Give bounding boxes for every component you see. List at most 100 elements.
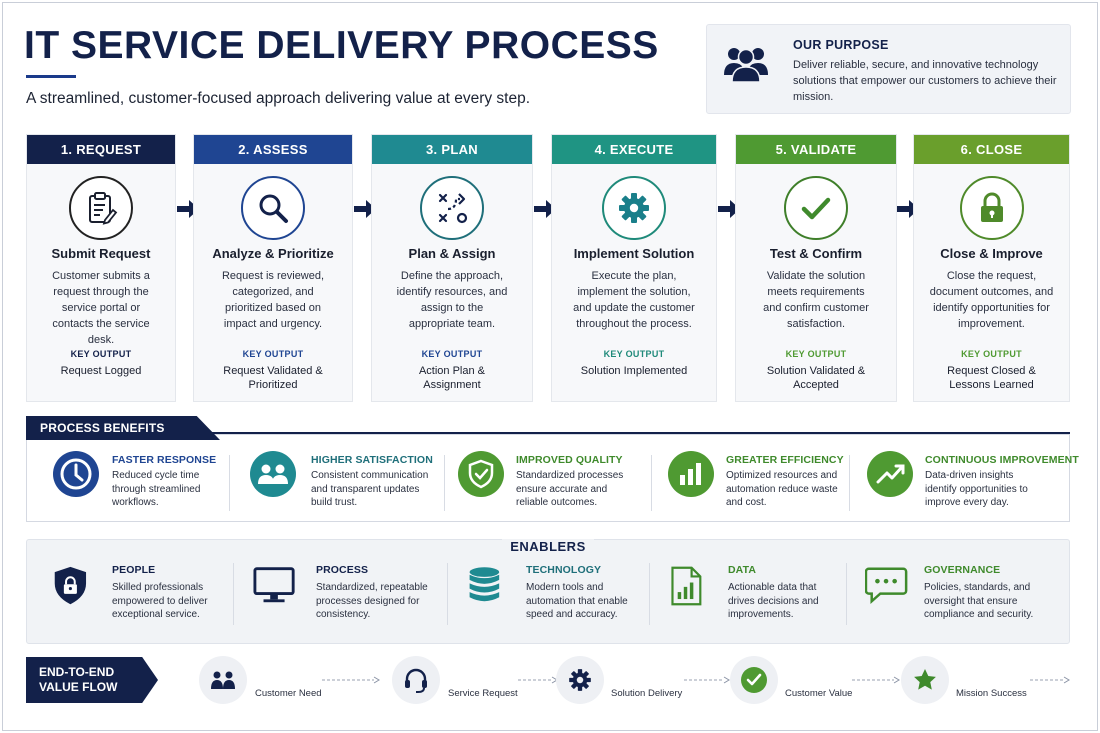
padlock-icon <box>980 192 1003 222</box>
divider <box>849 455 850 511</box>
step-icon-circle <box>784 176 848 240</box>
flow-label: Service Request <box>448 688 518 699</box>
page-subtitle: A streamlined, customer-focused approach… <box>26 90 531 107</box>
step-description: Execute the plan, implement the solution… <box>573 270 695 330</box>
benefit-title: IMPROVED QUALITY <box>516 454 623 466</box>
users-icon <box>250 451 296 497</box>
benefit-description: Reduced cycle time through streamlined w… <box>112 470 201 508</box>
enabler-title: GOVERNANCE <box>924 564 1001 576</box>
star-icon <box>914 669 936 690</box>
step-description: Define the approach, identify resources,… <box>396 270 508 330</box>
trend-up-icon <box>867 451 913 497</box>
magnifier-icon <box>259 194 288 223</box>
flow-node-customer-need <box>199 656 247 704</box>
divider <box>444 455 445 511</box>
enabler-description: Actionable data that drives decisions an… <box>728 582 819 620</box>
people-group-icon <box>724 48 768 83</box>
gear-icon <box>619 193 649 223</box>
clipboard-icon <box>89 192 118 225</box>
checkmark-icon <box>801 197 831 220</box>
step-description: Close the request, document outcomes, an… <box>929 270 1054 330</box>
flow-connector <box>852 676 900 684</box>
key-output-value: Action Plan & Assignment <box>418 365 486 391</box>
purpose-title: OUR PURPOSE <box>793 38 889 52</box>
flow-connector <box>518 676 558 684</box>
step-close: 6. CLOSE Close & Improve Close the reque… <box>913 134 1070 402</box>
database-icon <box>469 567 500 602</box>
step-validate: 5. VALIDATE Test & Confirm Validate the … <box>735 134 897 402</box>
shield-check-icon <box>458 451 504 497</box>
step-icon-circle <box>69 176 133 240</box>
flow-label: Solution Delivery <box>611 688 683 699</box>
step-request: 1. REQUEST Submit Request Customer submi… <box>26 134 176 402</box>
step-icon-circle <box>959 176 1024 240</box>
benefit-continuous-improvement: CONTINUOUS IMPROVEMENT Data-driven insig… <box>867 451 1079 511</box>
benefit-description: Data-driven insights identify opportunit… <box>925 470 1028 508</box>
enabler-data: DATA Actionable data that drives decisio… <box>669 563 844 629</box>
divider <box>651 455 652 511</box>
headset-icon <box>405 668 427 693</box>
monitor-icon <box>253 567 295 603</box>
flow-connector <box>322 676 380 684</box>
enablers-panel: ENABLERS <box>26 539 1070 644</box>
divider <box>229 455 230 511</box>
value-flow-tab: END-TO-END VALUE FLOW <box>26 657 158 703</box>
enablers-label: ENABLERS <box>502 539 594 554</box>
key-output-value: Solution Validated & Accepted <box>766 365 866 391</box>
step-header: 3. PLAN <box>372 135 532 164</box>
strategy-icon <box>438 193 468 224</box>
arrow-right-icon <box>354 200 376 218</box>
benefit-description: Optimized resources and automation reduc… <box>726 470 838 508</box>
step-execute: 4. EXECUTE Implement Solution Execute th… <box>551 134 717 402</box>
step-icon-circle <box>602 176 666 240</box>
enabler-title: DATA <box>728 564 757 576</box>
gear-icon <box>569 669 591 691</box>
enabler-description: Skilled professionals empowered to deliv… <box>112 582 208 620</box>
key-output-value: Request Validated & Prioritized <box>223 365 323 391</box>
arrow-right-icon <box>534 200 556 218</box>
benefit-title: HIGHER SATISFACTION <box>311 454 433 466</box>
step-description: Request is reviewed, categorized, and pr… <box>221 270 325 330</box>
flow-node-service-request <box>392 656 440 704</box>
benefit-greater-efficiency: GREATER EFFICIENCY Optimized resources a… <box>668 451 848 511</box>
enabler-title: PEOPLE <box>112 564 156 576</box>
value-flow-label-line1: END-TO-END <box>39 665 115 679</box>
enabler-description: Policies, standards, and oversight that … <box>924 582 1034 620</box>
enabler-technology: TECHNOLOGY Modern tools and automation t… <box>467 563 657 629</box>
benefits-header-rule <box>26 432 1070 434</box>
shield-lock-icon <box>54 566 87 605</box>
step-title: Close & Improve <box>940 246 1043 261</box>
key-output-label: KEY OUTPUT <box>242 349 304 359</box>
bar-chart-icon <box>668 451 714 497</box>
benefit-higher-satisfaction: HIGHER SATISFACTION Consistent communica… <box>250 451 440 511</box>
benefit-improved-quality: IMPROVED QUALITY Standardized processes … <box>458 451 648 511</box>
clock-icon <box>53 451 99 497</box>
step-title: Test & Confirm <box>769 246 863 261</box>
enabler-people: PEOPLE Skilled professionals empowered t… <box>53 563 228 629</box>
step-description: Customer submits a request through the s… <box>52 270 150 346</box>
step-header: 1. REQUEST <box>27 135 175 164</box>
step-assess: 2. ASSESS Analyze & Prioritize Request i… <box>193 134 353 402</box>
key-output-label: KEY OUTPUT <box>961 349 1022 359</box>
divider <box>846 563 847 625</box>
enabler-title: PROCESS <box>316 564 369 576</box>
benefit-description: Consistent communication and transparent… <box>311 470 429 508</box>
step-title: Analyze & Prioritize <box>212 246 334 261</box>
divider <box>649 563 650 625</box>
divider <box>447 563 448 625</box>
benefit-title: GREATER EFFICIENCY <box>726 454 844 466</box>
arrow-right-icon <box>718 200 740 218</box>
step-title: Implement Solution <box>573 246 695 261</box>
customer-icon <box>211 671 235 689</box>
flow-label: Mission Success <box>956 688 1027 699</box>
enablers-title: ENABLERS <box>27 539 1069 555</box>
title-underline <box>26 75 76 78</box>
key-output-label: KEY OUTPUT <box>70 349 132 359</box>
step-header: 4. EXECUTE <box>552 135 716 164</box>
page-title: IT SERVICE DELIVERY PROCESS <box>24 24 659 67</box>
step-title: Plan & Assign <box>408 246 496 261</box>
flow-node-solution-delivery <box>556 656 604 704</box>
key-output-label: KEY OUTPUT <box>785 349 847 359</box>
divider <box>233 563 234 625</box>
step-plan: 3. PLAN Plan & Assign Define the approac… <box>371 134 533 402</box>
